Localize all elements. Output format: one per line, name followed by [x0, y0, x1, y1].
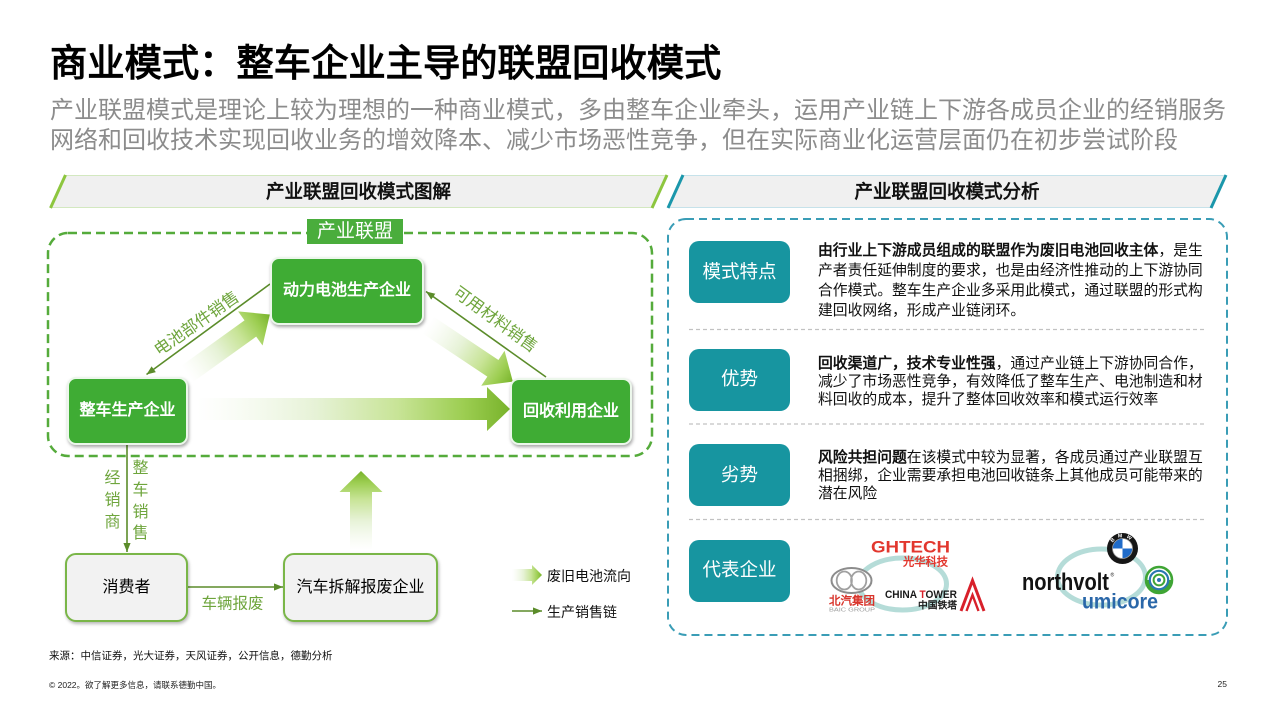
gradient-arrow-shape: [197, 387, 510, 431]
badge-advantages: 优势: [689, 348, 790, 411]
china-tower-en-part: OWER: [926, 589, 958, 601]
subtitle-line: 产业联盟模式是理论上较为理想的一种商业模式，多由整车企业牵头，运用产业链上下游各…: [50, 97, 1226, 124]
baic-logo: 北汽集团 BAIC GROUP: [829, 567, 875, 614]
legend-gradient-arrow-icon: [512, 565, 542, 585]
description-line: 风险共担问题在该模式中较为显著，各成员通过产业联盟互: [818, 450, 1203, 468]
description-line: 回收渠道广，技术专业性强，通过产业链上下游协同合作，: [818, 356, 1203, 374]
header-slash-left: [666, 174, 685, 209]
description-line: 料回收的成本，提升了整体回收效率和模式运行效率: [818, 392, 1203, 410]
bmw-logo-icon: BMW: [1107, 533, 1138, 564]
header-slash-right: [1209, 174, 1228, 209]
northvolt-wordmark: northvolt: [1022, 569, 1109, 596]
description-mode-features: 由行业上下游成员组成的联盟作为废旧电池回收主体，是生 产者责任延伸制度的要求，也…: [818, 241, 1203, 321]
source-note: 来源：中信证券，光大证券，天风证券，公开信息，德勤分析: [49, 650, 333, 662]
header-slash-left: [49, 174, 67, 209]
diagram-header-bar: [49, 174, 669, 209]
node-recycler: 回收利用企业: [510, 378, 632, 445]
flow-label-vehicle-sales: 整车销售: [132, 460, 149, 543]
copyright-note: © 2022。欲了解更多信息，请联系德勤中国。: [49, 679, 222, 690]
page-number: 25: [1217, 679, 1227, 689]
badge-disadvantages: 劣势: [689, 444, 790, 506]
description-text: 料回收的成本，提升了整体回收效率和模式运行效率: [818, 391, 1159, 408]
node-battery-maker: 动力电池生产企业: [270, 257, 424, 325]
description-advantages: 回收渠道广，技术专业性强，通过产业链上下游协同合作， 减少了市场恶性竞争，有效降…: [818, 356, 1203, 409]
subtitle-line: 网络和回收技术实现回收业务的增效降本、减少市场恶性竞争，但在实际商业化运营层面仍…: [50, 127, 1178, 154]
gradient-arrow-shape: [339, 471, 383, 550]
china-tower-en-highlight: T: [919, 589, 925, 601]
node-dismantler: 汽车拆解报废企业: [283, 553, 438, 622]
logo-group-2: BMW northvolt ® umicore: [1022, 533, 1174, 614]
baic-cn-name: 北汽集团: [829, 594, 875, 608]
gradient-arrow-shape: [422, 316, 513, 386]
header-slash-right: [650, 174, 669, 209]
northvolt-logo: northvolt ®: [1022, 569, 1115, 596]
node-automaker: 整车生产企业: [67, 377, 188, 445]
china-tower-icon: [959, 576, 986, 612]
description-line: 相捆绑，企业需要承担电池回收链条上其他成员可能带来的: [818, 468, 1203, 486]
description-text: 减少了市场恶性竞争，有效降低了整车生产、电池制造和材: [818, 373, 1203, 390]
umicore-wordmark: umicore: [1082, 591, 1158, 614]
analysis-section-title: 产业联盟回收模式分析: [854, 180, 1040, 202]
description-text: 潜在风险: [818, 485, 878, 502]
description-emphasis: 风险共担问题: [818, 449, 907, 466]
legend-label-sales-chain: 生产销售链: [547, 603, 617, 620]
description-text: ，通过产业链上下游协同合作，: [995, 356, 1203, 372]
flow-label-dealer: 经销商: [104, 470, 121, 531]
description-emphasis: 回收渠道广，技术专业性强: [818, 356, 996, 372]
sales-line-battery-parts: [146, 283, 271, 376]
page-subtitle: 产业联盟模式是理论上较为理想的一种商业模式，多由整车企业牵头，运用产业链上下游各…: [50, 96, 1226, 156]
description-line: 合作模式。整车生产企业多采用此模式，通过联盟的形式构: [818, 281, 1203, 301]
battery-flow-arrow-automaker-to-battery-maker: [181, 311, 270, 383]
bmw-letters-path: BMW: [1110, 533, 1132, 544]
battery-flow-arrow-battery-maker-to-recycler: [422, 316, 513, 386]
description-text: 在该模式中较为显著，各成员通过产业联盟互: [906, 449, 1203, 466]
description-line: 减少了市场恶性竞争，有效降低了整车生产、电池制造和材: [818, 374, 1203, 392]
description-text: 产者责任延伸制度的要求，也是由经济性推动的上下游协同: [818, 263, 1203, 279]
description-line: 产者责任延伸制度的要求，也是由经济性推动的上下游协同: [818, 261, 1203, 281]
description-disadvantages: 风险共担问题在该模式中较为显著，各成员通过产业联盟互 相捆绑，企业需要承担电池回…: [818, 450, 1203, 504]
header-bar-fill: [668, 175, 1226, 208]
umicore-logo: umicore: [1082, 565, 1174, 614]
logo-group-1: GHTECH 光华科技 北汽集团 BAIC GROUP CHINA TOWER …: [829, 538, 986, 614]
flow-label-vehicle-scrapping: 车辆报废: [201, 594, 264, 612]
china-tower-en-name: CHINA TOWER: [885, 589, 957, 601]
analysis-header-bar: [666, 174, 1228, 209]
china-tower-cn-name: 中国铁塔: [918, 599, 957, 612]
ghtech-cn-name: 光华科技: [902, 555, 949, 569]
gradient-arrow-shape: [181, 311, 270, 383]
baic-emblem-icon: [830, 567, 873, 594]
legend-label-battery-flow: 废旧电池流向: [547, 567, 631, 584]
china-tower-logo: CHINA TOWER 中国铁塔: [885, 576, 986, 612]
registered-mark: ®: [1111, 572, 1115, 579]
umicore-emblem-icon: [1144, 565, 1174, 595]
description-text: ，是生: [1158, 243, 1203, 259]
battery-flow-arrow-automaker-to-recycler: [197, 387, 510, 431]
diagram-section-title: 产业联盟回收模式图解: [265, 180, 452, 202]
alliance-label: 产业联盟: [307, 219, 403, 244]
bmw-letters: BMW: [1110, 533, 1136, 544]
baic-en-name: BAIC GROUP: [829, 608, 875, 614]
analysis-panel-frame: [667, 218, 1228, 636]
description-text: 合作模式。整车生产企业多采用此模式，通过联盟的形式构: [818, 283, 1203, 299]
battery-flow-arrow-dismantler-to-alliance: [339, 471, 383, 550]
description-line: 建回收网络，形成产业链闭环。: [818, 301, 1203, 321]
description-emphasis: 由行业上下游成员组成的联盟作为废旧电池回收主体: [818, 243, 1159, 259]
page-title: 商业模式：整车企业主导的联盟回收模式: [50, 42, 722, 84]
description-line: 潜在风险: [818, 486, 1203, 504]
badge-mode-features: 模式特点: [689, 241, 790, 303]
ghtech-logo: GHTECH 光华科技: [871, 538, 950, 569]
description-text: 相捆绑，企业需要承担电池回收链条上其他成员可能带来的: [818, 467, 1203, 484]
sales-line-usable-materials: [425, 290, 547, 378]
header-bar-fill: [50, 175, 667, 208]
gradient-arrow-shape: [512, 565, 542, 585]
badge-representative-companies: 代表企业: [689, 539, 790, 602]
description-text: 建回收网络，形成产业链闭环。: [818, 303, 1026, 319]
node-consumer: 消费者: [65, 553, 188, 622]
ghtech-wordmark: GHTECH: [871, 538, 950, 557]
china-tower-en-part: CHINA: [885, 589, 919, 601]
description-line: 由行业上下游成员组成的联盟作为废旧电池回收主体，是生: [818, 241, 1203, 261]
